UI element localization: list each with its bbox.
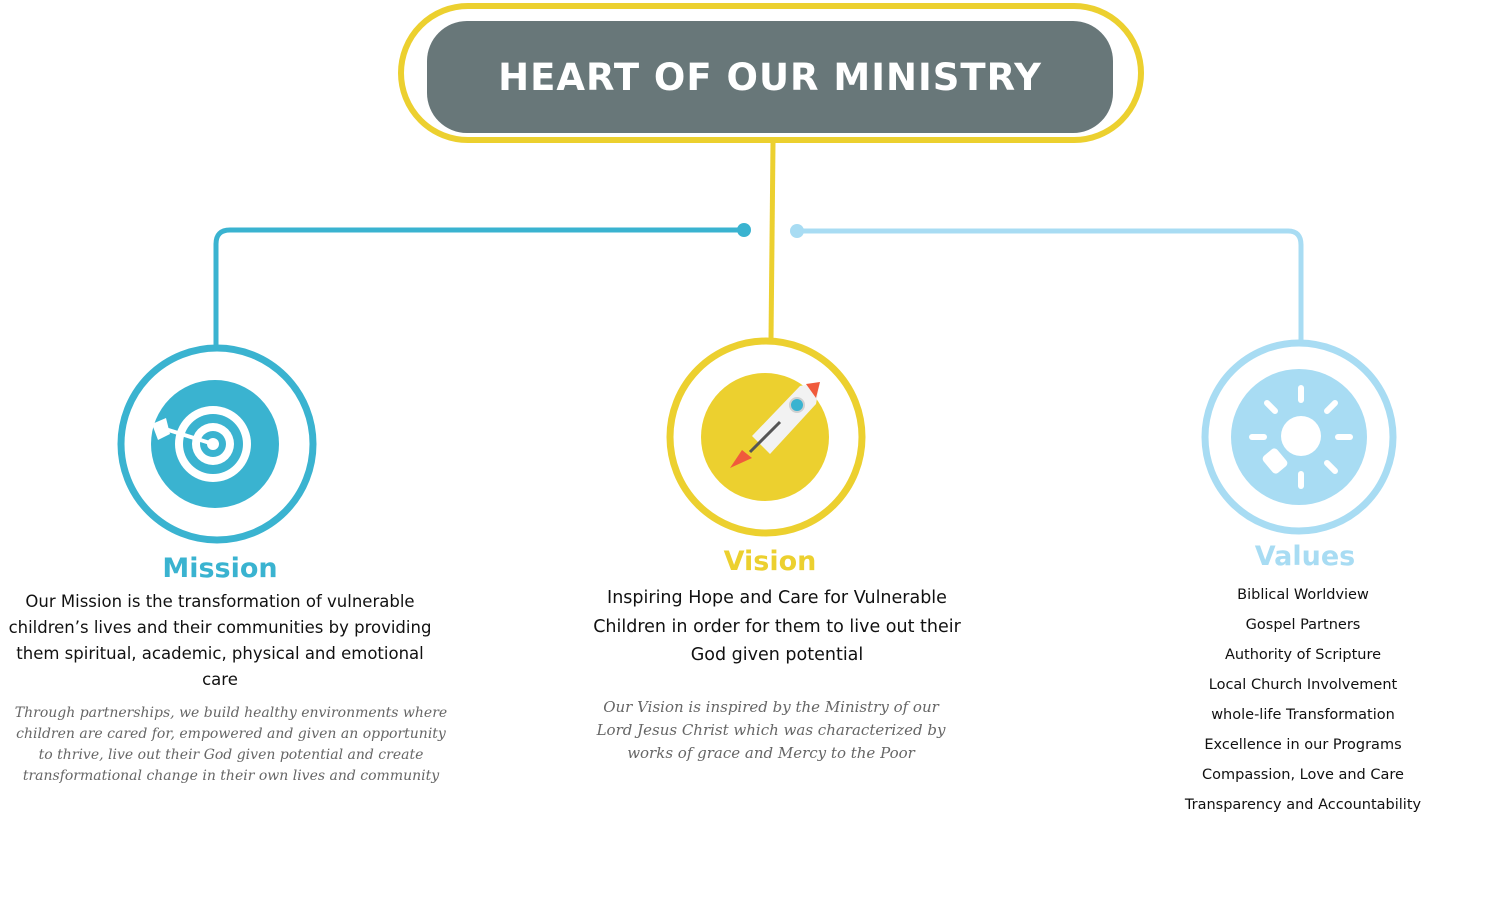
title-frame bbox=[398, 3, 1144, 143]
value-item: Authority of Scripture bbox=[1224, 647, 1382, 663]
lightbulb-icon bbox=[1201, 339, 1397, 535]
value-item: Biblical Worldview bbox=[1237, 587, 1369, 603]
page-title: HEART OF OUR MINISTRY bbox=[427, 21, 1113, 133]
value-item: whole-life Transformation bbox=[1211, 707, 1395, 723]
vision-heading: Vision bbox=[723, 546, 817, 577]
value-item: Compassion, Love and Care bbox=[1202, 767, 1404, 783]
value-item: Local Church Involvement bbox=[1208, 677, 1398, 693]
vision-detail: Our Vision is inspired by the Ministry o… bbox=[596, 698, 946, 762]
vision-statement: Inspiring Hope and Care for Vulnerable C… bbox=[593, 588, 961, 665]
value-item: Gospel Partners bbox=[1245, 617, 1361, 633]
rocket-icon bbox=[666, 337, 866, 537]
mission-heading: Mission bbox=[162, 553, 278, 584]
value-item: Excellence in our Programs bbox=[1204, 737, 1402, 753]
values-list: Biblical Worldview Gospel Partners Autho… bbox=[1143, 580, 1463, 820]
value-item: Transparency and Accountability bbox=[1184, 797, 1422, 813]
values-heading: Values bbox=[1254, 541, 1356, 572]
mission-detail: Through partnerships, we build healthy e… bbox=[14, 705, 448, 784]
target-icon bbox=[117, 344, 317, 544]
mission-statement: Our Mission is the transformation of vul… bbox=[8, 592, 432, 689]
